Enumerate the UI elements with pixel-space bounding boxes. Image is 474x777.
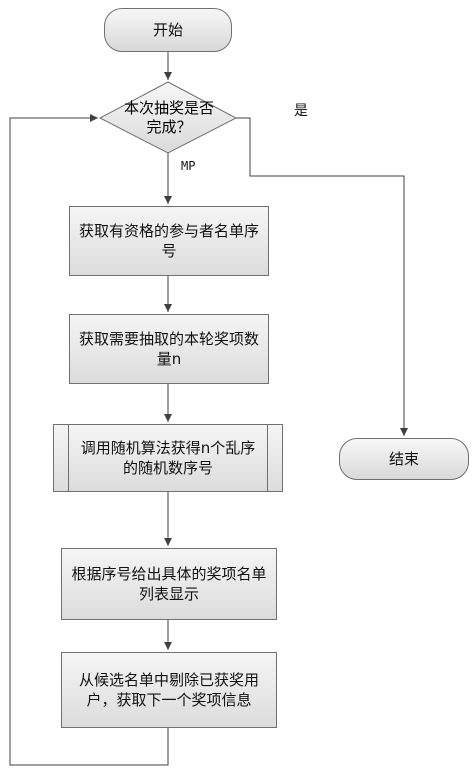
start-node: 开始 [104, 8, 232, 52]
step-get-participants: 获取有资格的参与者名单序号 [69, 206, 269, 276]
arrow-yes-to-end [236, 117, 408, 436]
step-show-winner-list-label: 根据序号给出具体的奖项名单列表显示 [71, 565, 267, 603]
step-random-algorithm: 调用随机算法获得n个乱序的随机数序号 [53, 424, 283, 492]
end-label: 结束 [388, 450, 419, 468]
decision-label: 本次抽奖是否 完成？ [123, 99, 214, 136]
step-show-winner-list: 根据序号给出具体的奖项名单列表显示 [61, 548, 277, 620]
start-label: 开始 [152, 21, 183, 39]
arrow-loop-back [9, 114, 169, 766]
step-get-prize-count: 获取需要抽取的本轮奖项数量n [69, 314, 269, 384]
yes-label: 是 [294, 103, 308, 119]
step-remove-winners: 从候选名单中剔除已获奖用户，获取下一个奖项信息 [61, 652, 277, 728]
edge-label: MP [181, 159, 196, 173]
step-remove-winners-label: 从候选名单中剔除已获奖用户，获取下一个奖项信息 [78, 671, 259, 709]
step-get-participants-label: 获取有资格的参与者名单序号 [78, 222, 259, 260]
end-node: 结束 [339, 438, 469, 480]
step-random-algorithm-label: 调用随机算法获得n个乱序的随机数序号 [80, 439, 256, 477]
decision-node: 本次抽奖是否 完成？ [96, 95, 242, 141]
step-get-prize-count-label: 获取需要抽取的本轮奖项数量n [78, 330, 259, 368]
